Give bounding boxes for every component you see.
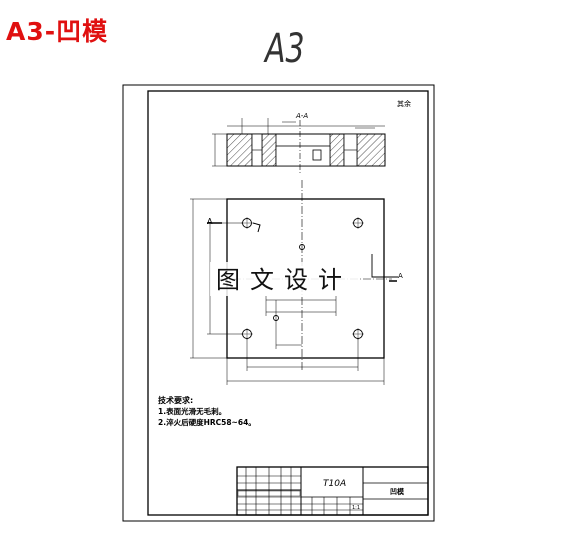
title-block — [236, 466, 429, 516]
part-name-label: 凹模 — [390, 487, 405, 496]
section-mark-left: A — [207, 217, 213, 226]
watermark-text: 图文设计 — [216, 266, 352, 294]
tech-req-item-2: 2.淬火后硬度HRC58~64。 — [158, 417, 256, 427]
page-title: A3-凹模 — [6, 17, 109, 46]
section-label: A-A — [295, 112, 308, 120]
outer-border — [122, 84, 435, 522]
sheet-info-label: 1:1 — [352, 505, 360, 511]
material-label: T10A — [323, 479, 346, 489]
watermark-background — [210, 262, 360, 296]
tech-req-item-1: 1.表面光滑无毛刺。 — [158, 406, 226, 416]
roughness-note: 其余 — [397, 99, 411, 108]
tech-req-heading: 技术要求: — [158, 395, 193, 405]
section-mark-right: A — [398, 272, 403, 280]
sheet-size-label: A3 — [265, 26, 305, 72]
section-view — [212, 118, 386, 175]
